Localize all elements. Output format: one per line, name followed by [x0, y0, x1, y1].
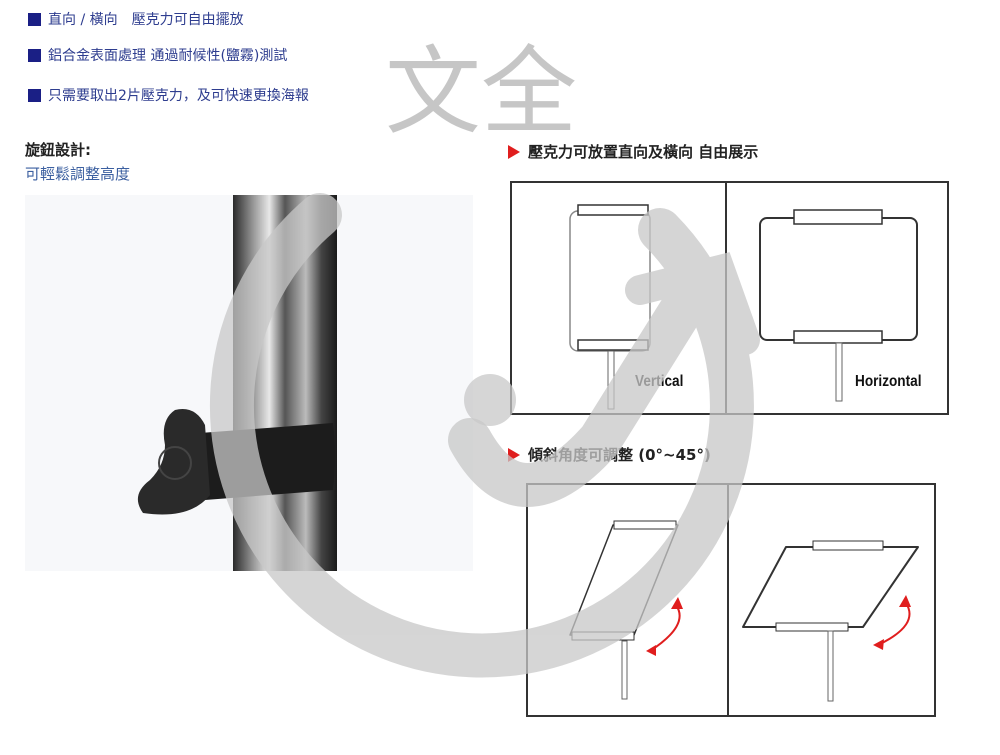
vertical-label: Vertical: [635, 373, 684, 390]
bullet-square-icon: [28, 12, 41, 26]
feature-text: 直向 / 橫向 壓克力可自由擺放: [48, 12, 244, 28]
knob-photo: [25, 195, 473, 571]
knob-title: 旋鈕設計:: [25, 141, 91, 159]
feature-item: 只需要取出2片壓克力，及可快速更換海報: [28, 85, 309, 105]
triangle-bullet-icon: [508, 144, 520, 159]
tilt-diagram: [526, 483, 936, 717]
knob-description: 可輕鬆調整高度: [25, 165, 131, 183]
feature-text: 鋁合金表面處理 通過耐候性(鹽霧)測試: [48, 48, 288, 64]
triangle-bullet-icon: [508, 447, 520, 462]
watermark-text: 文全: [385, 36, 577, 148]
feature-text: 只需要取出2片壓克力，及可快速更換海報: [48, 88, 309, 104]
horizontal-label: Horizontal: [855, 373, 922, 390]
tilt-heading: 傾斜角度可調整 (0°~45°): [508, 444, 711, 465]
bullet-square-icon: [28, 48, 41, 62]
bullet-square-icon: [28, 88, 41, 102]
feature-item: 直向 / 橫向 壓克力可自由擺放: [28, 9, 244, 29]
feature-item: 鋁合金表面處理 通過耐候性(鹽霧)測試: [28, 45, 287, 65]
orientation-diagram: Vertical Horizontal: [510, 181, 949, 415]
orientation-heading: 壓克力可放置直向及橫向 自由展示: [508, 141, 758, 162]
